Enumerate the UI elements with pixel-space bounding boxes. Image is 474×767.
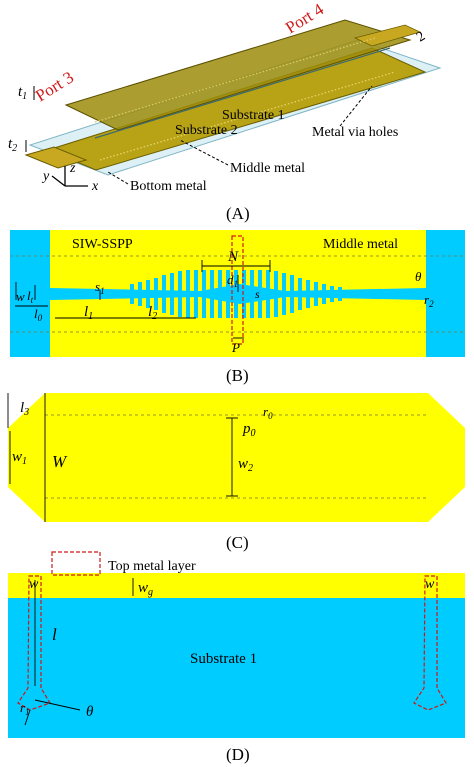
sym-w-right: w	[425, 577, 435, 592]
sym-r1: r1	[20, 700, 30, 717]
axis-x-label: x	[91, 179, 99, 194]
bottom-leader	[107, 171, 129, 185]
sym-w1: w1	[12, 449, 27, 467]
stub-right	[413, 575, 447, 711]
bottom-metal-plane	[8, 393, 465, 522]
via-row-2	[99, 71, 396, 161]
caption-d: (D)	[226, 745, 250, 764]
stub-left	[17, 575, 51, 711]
taper-left	[10, 288, 46, 300]
sym-lt: lt	[27, 288, 34, 305]
panel-a: Port 3 Port 4 2 t1 t2 Substrate 1 Substr…	[8, 0, 442, 223]
caption-a: (A)	[226, 204, 250, 223]
right-feed	[353, 24, 422, 47]
sspp-line	[94, 47, 391, 139]
sym-s1: s1	[95, 279, 105, 296]
caption-b: (B)	[226, 366, 249, 385]
substrate1-label: Substrate 1	[222, 108, 285, 123]
panel-b: SIW-SSPP Middle metal w lt l0 s1 l1 l2 N…	[10, 230, 465, 385]
substrate1-top-face	[64, 19, 412, 131]
bottom-metal-tab	[24, 146, 88, 169]
sym-W: W	[52, 452, 68, 471]
sym-l3: l3	[20, 400, 29, 418]
axis-z-label: z	[69, 161, 76, 176]
t1-label: t1	[18, 84, 27, 102]
sym-theta-d: θ	[86, 704, 94, 720]
middle-leader	[179, 139, 229, 166]
sym-p0: p0	[242, 421, 256, 439]
siw-sspp-label: SIW-SSPP	[72, 237, 133, 252]
dim-lines-c	[7, 393, 238, 522]
sym-l0: l0	[34, 306, 43, 323]
substrate2-label: Substrate 2	[175, 123, 238, 138]
sym-r2: r2	[424, 292, 434, 309]
sym-N: N	[227, 249, 239, 265]
dim-lines-d	[24, 578, 134, 726]
port3-label: Port 3	[32, 68, 77, 106]
sym-l-d: l	[52, 625, 57, 644]
sspp-grooves	[130, 270, 342, 318]
substrate1-d-label: Substrate 1	[190, 651, 257, 667]
sym-l1: l1	[84, 304, 93, 322]
via-leader	[339, 85, 373, 127]
port2-label: 2	[414, 29, 428, 45]
axes-icon	[51, 166, 88, 187]
sym-theta: θ	[415, 269, 422, 284]
substrate1-area	[8, 598, 465, 738]
sym-s2: s	[255, 287, 260, 301]
taper-right	[428, 288, 464, 300]
period-box	[231, 235, 244, 345]
axis-y-label: y	[41, 169, 50, 184]
sym-l2: l2	[148, 304, 157, 322]
sym-w-left: w	[29, 577, 39, 592]
middle-metal-b-label: Middle metal	[323, 237, 398, 252]
middle-metal-label: Middle metal	[230, 161, 305, 176]
sym-w2: w2	[238, 456, 253, 474]
sym-d1: d1	[227, 272, 238, 289]
t2-label: t2	[8, 136, 17, 154]
top-metal-layer-label: Top metal layer	[108, 559, 196, 574]
caption-c: (C)	[226, 533, 249, 552]
sym-P: P	[231, 340, 240, 355]
sym-w: w	[16, 289, 25, 304]
metal-via-holes-label: Metal via holes	[312, 125, 398, 140]
sym-wg: wg	[138, 580, 153, 598]
panel-c: l3 w1 W p0 r0 w2 (C)	[7, 393, 465, 552]
sym-r0: r0	[263, 404, 273, 421]
legend-box	[51, 551, 101, 576]
bottom-metal-label: Bottom metal	[130, 179, 207, 194]
dim-lines-b	[15, 260, 271, 339]
panel-d: Top metal layer w w wg l r1 θ Substrate …	[8, 551, 465, 764]
top-metal-strip	[8, 573, 465, 598]
